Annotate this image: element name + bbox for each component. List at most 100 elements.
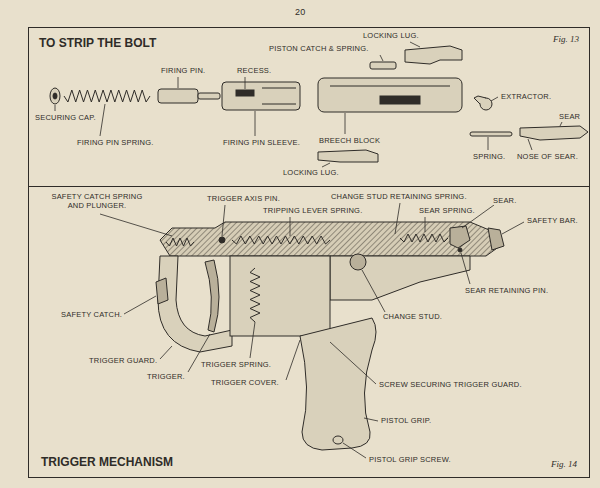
part-label: SEAR.	[492, 196, 518, 205]
part-label: SPRING.	[472, 152, 506, 161]
panel-heading: TRIGGER MECHANISM	[39, 455, 175, 469]
part-label: SECURING CAP.	[34, 113, 97, 122]
safety-bar	[488, 228, 504, 250]
leader-line	[528, 139, 532, 150]
leader-line	[364, 418, 378, 421]
part-label: FIRING PIN SLEEVE.	[222, 138, 301, 147]
receiver-frame	[160, 222, 500, 256]
figure-number: Fig. 13	[551, 34, 581, 44]
leader-line	[250, 322, 255, 358]
leader-line	[55, 105, 56, 111]
part-label: FIRING PIN SPRING.	[76, 138, 155, 147]
leader-line	[488, 137, 489, 150]
firing-pin	[158, 89, 198, 103]
locking-lug	[405, 46, 462, 64]
firing-pin-sleeve	[222, 82, 300, 110]
breech-block-edge	[330, 86, 450, 87]
locking-lug	[318, 150, 378, 162]
leader-line	[290, 217, 291, 236]
leader-line	[330, 342, 376, 384]
securing-cap	[50, 88, 60, 104]
sleeve-slot	[262, 88, 296, 89]
part-label: SAFETY CATCH.	[60, 310, 123, 319]
leader-line	[100, 214, 172, 236]
part-label: PISTOL GRIP.	[380, 416, 432, 425]
leader-line	[491, 97, 498, 101]
leader-line	[395, 203, 400, 234]
trigger-housing	[230, 256, 330, 336]
breech-block	[318, 78, 462, 112]
firing-pin-spring	[64, 90, 150, 102]
leader-line	[178, 77, 179, 88]
breech-block-slot	[380, 96, 420, 104]
leader-line	[222, 205, 225, 236]
firing-pin-tip	[198, 93, 220, 99]
sear	[520, 126, 588, 140]
trigger-guard	[158, 256, 232, 352]
part-label: CHANGE STUD.	[382, 312, 443, 321]
safety-catch	[156, 278, 168, 304]
sear-spring-rod	[470, 132, 512, 136]
part-label: LOCKING LUG.	[362, 31, 420, 40]
extractor-claw	[474, 96, 486, 104]
sear-retaining-pin	[458, 248, 462, 252]
sear-spring	[400, 234, 448, 242]
leader-lines	[55, 42, 562, 458]
trigger-spring	[250, 268, 260, 322]
part-label: TRIPPING LEVER SPRING.	[262, 206, 363, 215]
leader-line	[343, 443, 366, 458]
part-label: SCREW SECURING TRIGGER GUARD.	[378, 380, 523, 389]
leader-line	[502, 222, 524, 234]
part-label: SAFETY CATCH SPRING AND PLUNGER.	[48, 192, 146, 210]
part-label: NOSE OF SEAR.	[516, 152, 579, 161]
part-label: SEAR	[558, 112, 581, 121]
part-label: CHANGE STUD RETAINING SPRING.	[330, 192, 468, 201]
sear	[450, 226, 470, 248]
page-number: 20	[294, 8, 306, 17]
part-label: BREECH BLOCK	[318, 136, 381, 145]
sleeve-slot	[262, 104, 296, 105]
part-label: TRIGGER AXIS PIN.	[206, 194, 281, 203]
trigger	[205, 260, 219, 332]
part-label: SEAR RETAINING PIN.	[464, 286, 549, 295]
part-label: TRIGGER COVER.	[210, 378, 280, 387]
safety-catch-spring	[166, 238, 194, 246]
leader-line	[286, 340, 300, 380]
part-label: TRIGGER SPRING.	[200, 360, 272, 369]
part-label: PISTON CATCH & SPRING.	[268, 44, 370, 53]
part-label: TRIGGER.	[146, 372, 186, 381]
leader-line	[100, 104, 105, 136]
pistol-grip-screw	[333, 436, 343, 444]
part-label: TRIGGER GUARD.	[88, 356, 158, 365]
piston-catch	[370, 62, 396, 69]
part-label: FIRING PIN.	[160, 66, 206, 75]
leader-line	[425, 217, 426, 232]
leader-line	[322, 163, 330, 167]
part-label: SAFETY BAR.	[526, 216, 579, 225]
leader-line	[380, 55, 383, 61]
part-label: EXTRACTOR.	[500, 92, 552, 101]
recess	[236, 90, 254, 96]
leader-line	[160, 346, 172, 359]
change-stud	[350, 254, 366, 270]
leader-line	[255, 111, 256, 136]
securing-cap-hole	[53, 93, 57, 99]
leader-line	[345, 113, 346, 134]
pistol-grip	[300, 318, 376, 450]
leader-line	[410, 42, 420, 47]
panel-heading: TO STRIP THE BOLT	[37, 36, 158, 50]
figure-number: Fig. 14	[549, 459, 579, 469]
leader-line	[245, 77, 246, 89]
part-label: PISTOL GRIP SCREW.	[368, 455, 452, 464]
leader-line	[124, 296, 156, 314]
part-label: SEAR SPRING.	[418, 206, 476, 215]
part-label: LOCKING LUG.	[282, 168, 340, 177]
leader-line	[362, 270, 385, 312]
leader-line	[560, 122, 562, 126]
tripping-lever-spring	[232, 236, 330, 244]
trigger-axis-pin	[219, 237, 225, 243]
part-label: RECESS.	[236, 66, 272, 75]
leader-line	[461, 253, 470, 284]
